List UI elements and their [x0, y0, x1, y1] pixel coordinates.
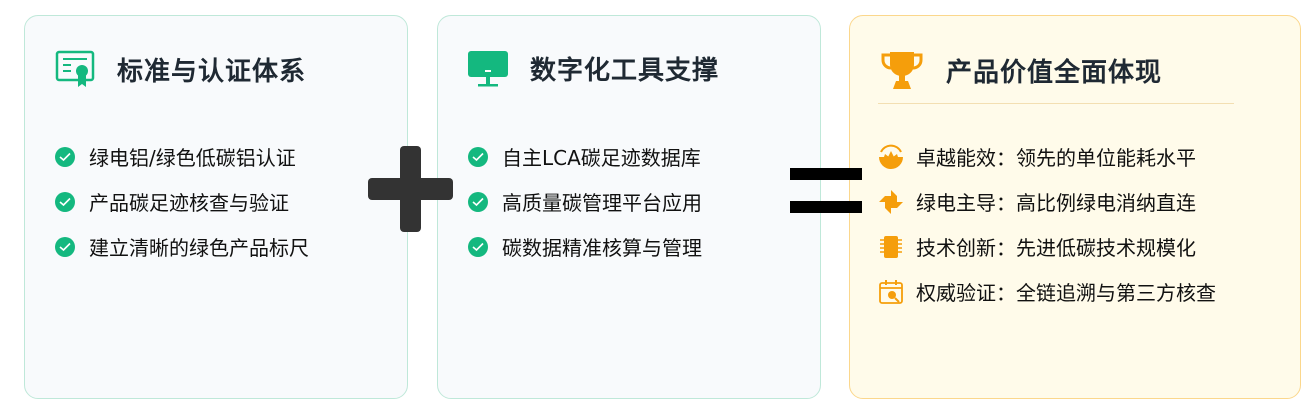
item-text: 权威验证：全链追溯与第三方核查	[916, 281, 1216, 305]
list-item: 绿电铝/绿色低碳铝认证	[55, 134, 309, 179]
list-item: 权威验证：全链追溯与第三方核查	[878, 269, 1216, 314]
divider	[878, 103, 1234, 104]
item-text: 技术创新：先进低碳技术规模化	[916, 236, 1196, 260]
list-item: 卓越能效：领先的单位能耗水平	[878, 134, 1216, 179]
standards-card: 标准与认证体系 绿电铝/绿色低碳铝认证 产品碳足迹核查与验证 建立清晰的绿色产品…	[24, 15, 408, 399]
item-text: 自主LCA碳足迹数据库	[502, 146, 701, 170]
chip-icon	[880, 235, 902, 258]
list-item: 自主LCA碳足迹数据库	[468, 134, 702, 179]
check-icon	[468, 191, 488, 212]
item-text: 绿电主导：高比例绿电消纳直连	[916, 191, 1196, 215]
sunrise-lotus-icon	[879, 144, 903, 169]
check-icon	[55, 236, 75, 257]
calendar-search-icon	[879, 279, 903, 304]
item-text: 高质量碳管理平台应用	[502, 191, 702, 215]
digital-tools-card: 数字化工具支撑 自主LCA碳足迹数据库 高质量碳管理平台应用 碳数据精准核算与管…	[437, 15, 821, 399]
card-title: 标准与认证体系	[117, 56, 307, 87]
item-text: 建立清晰的绿色产品标尺	[89, 236, 309, 260]
check-icon	[55, 146, 75, 167]
check-icon	[55, 191, 75, 212]
product-value-card: 产品价值全面体现 卓越能效：领先的单位能耗水平 绿电主导：高比例绿电消纳直连 技…	[849, 15, 1301, 399]
item-text: 碳数据精准核算与管理	[502, 236, 702, 260]
item-text: 产品碳足迹核查与验证	[89, 191, 289, 215]
item-text: 卓越能效：领先的单位能耗水平	[916, 146, 1196, 170]
list-item: 碳数据精准核算与管理	[468, 224, 702, 269]
pinwheel-icon	[879, 189, 903, 214]
equals-icon	[790, 168, 862, 213]
trophy-icon	[881, 52, 923, 89]
check-icon	[468, 146, 488, 167]
list-item: 绿电主导：高比例绿电消纳直连	[878, 179, 1216, 224]
list-item: 建立清晰的绿色产品标尺	[55, 224, 309, 269]
monitor-icon	[468, 50, 508, 86]
list-item: 技术创新：先进低碳技术规模化	[878, 224, 1216, 269]
list-item: 高质量碳管理平台应用	[468, 179, 702, 224]
card-title: 数字化工具支撑	[530, 56, 720, 86]
check-icon	[468, 236, 488, 257]
item-text: 绿电铝/绿色低碳铝认证	[89, 146, 296, 170]
plus-icon	[368, 146, 453, 232]
card-title: 产品价值全面体现	[946, 57, 1163, 88]
list-item: 产品碳足迹核查与验证	[55, 179, 309, 224]
certificate-icon	[55, 50, 95, 87]
